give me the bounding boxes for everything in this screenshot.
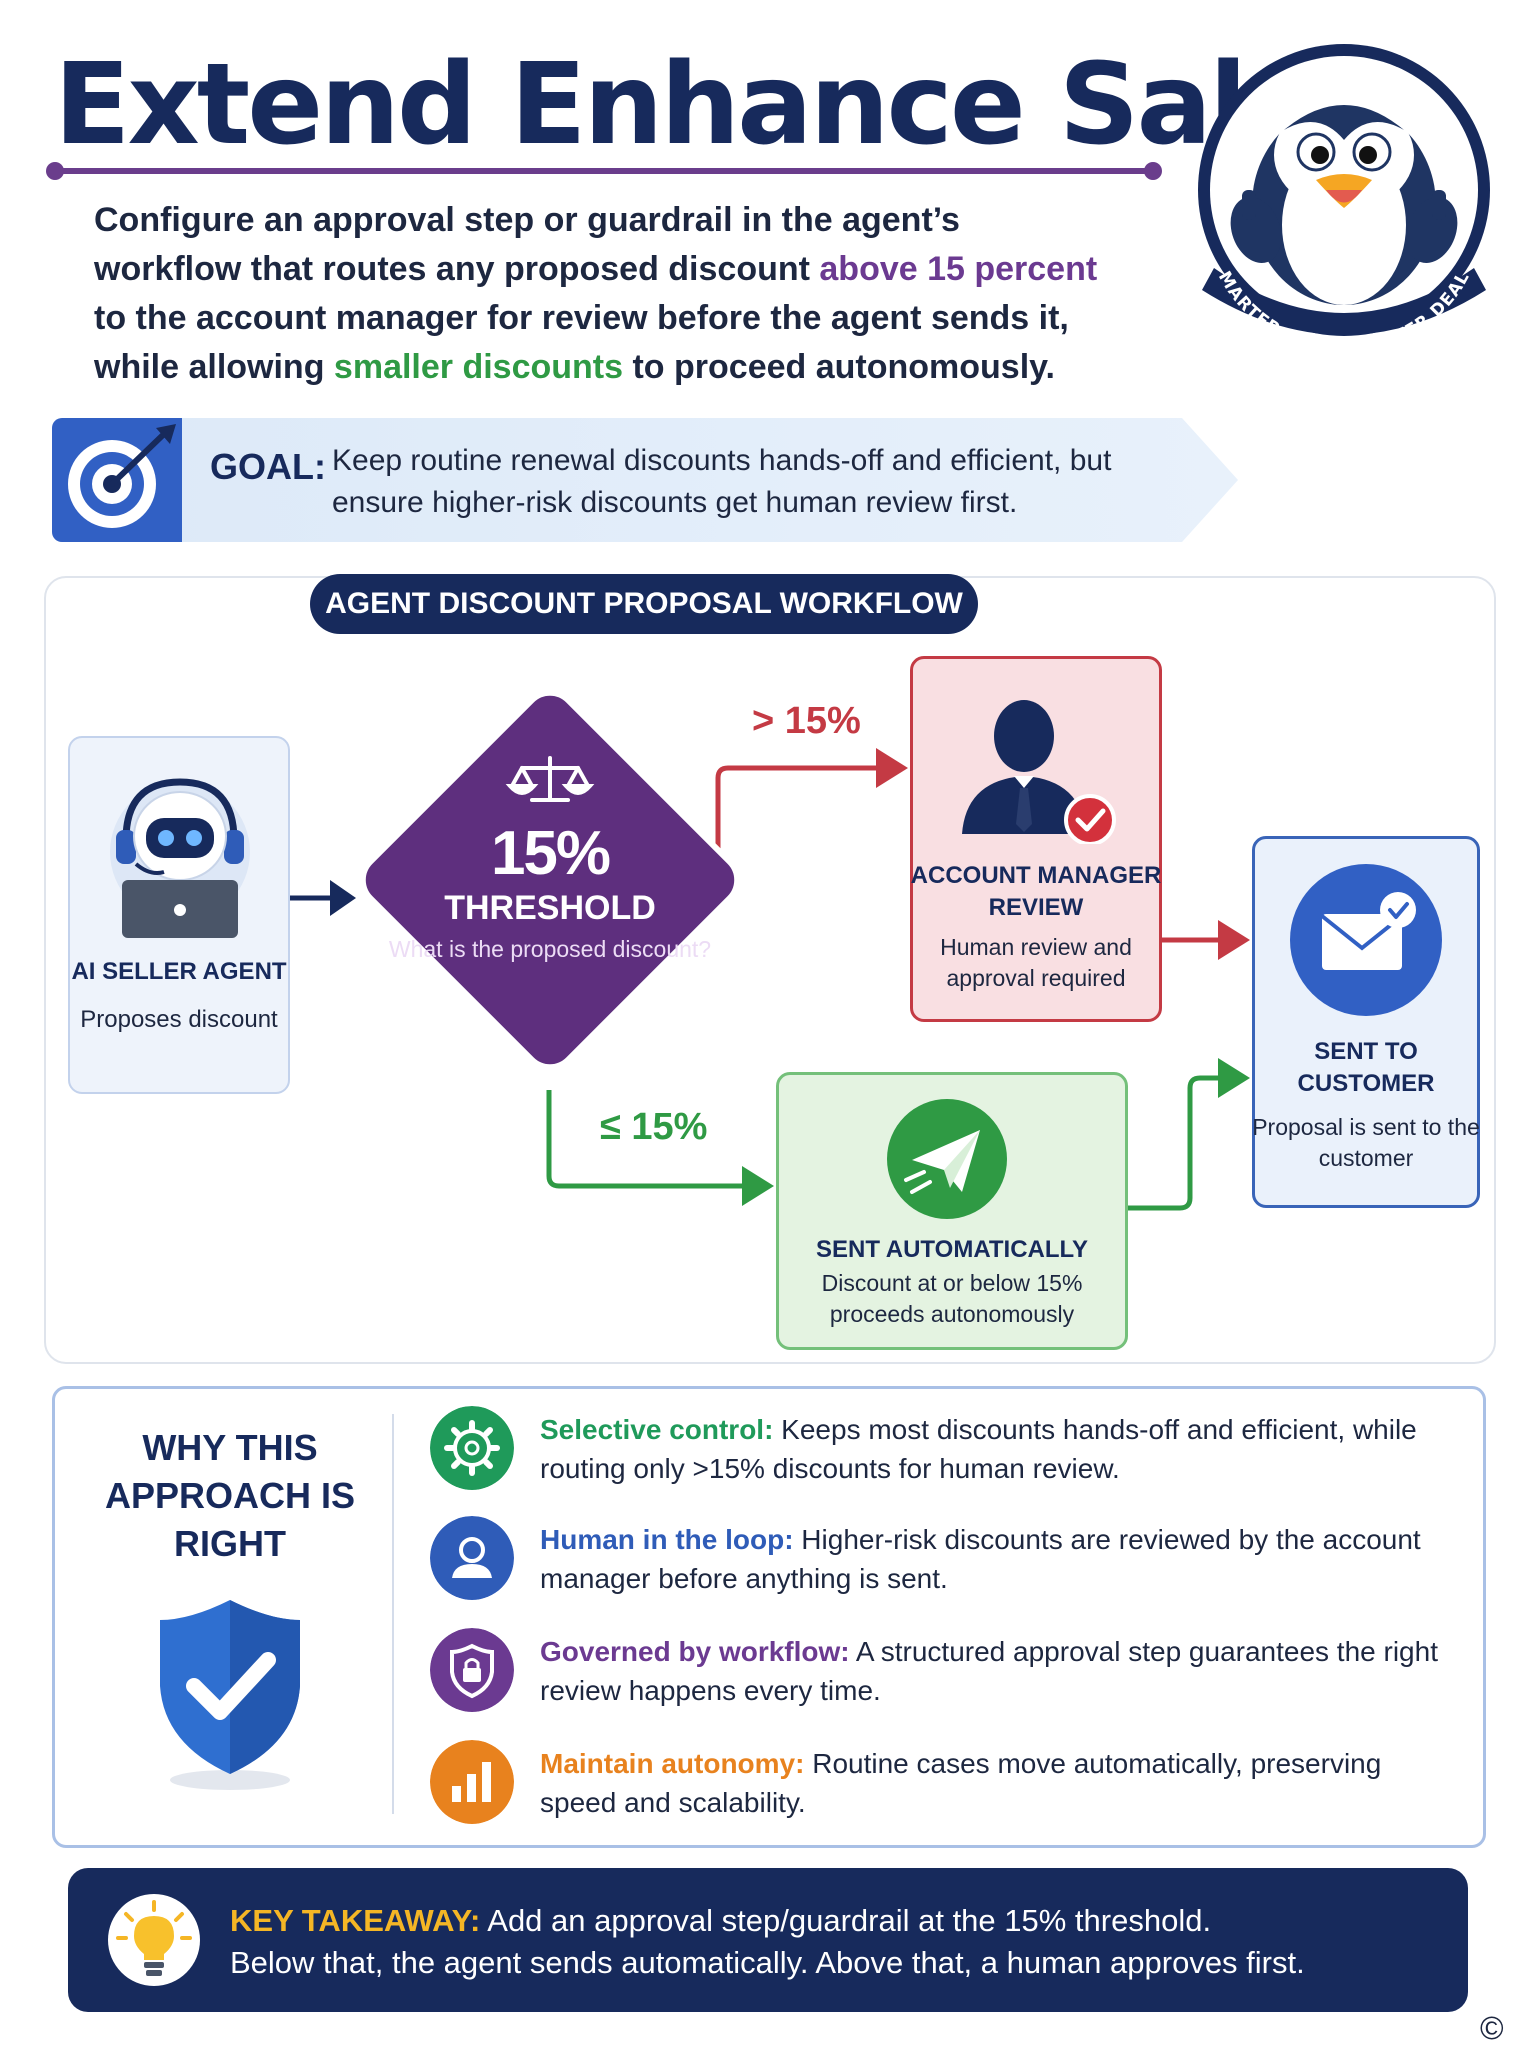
goal-banner [52, 418, 1238, 542]
review-title: ACCOUNT MANAGER REVIEW [910, 862, 1162, 921]
goal-text: Keep routine renewal discounts hands-off… [332, 444, 1112, 519]
branch-label-high: > 15% [752, 700, 861, 742]
title-underline-dot-left [46, 162, 64, 180]
envelope-check-icon [1290, 864, 1442, 1016]
arrow-low-branch [546, 1090, 774, 1206]
penguin-icon [1230, 99, 1458, 305]
decision-value: 15% [490, 819, 611, 888]
reason-body: A structured approval step guarantees th… [540, 1636, 1438, 1706]
page-title: Extend Enhance Sales [54, 40, 1384, 170]
lightbulb-icon [116, 1900, 192, 1976]
reason-text: Maintain autonomy: Routine cases move au… [540, 1744, 1460, 1822]
robot-icon [110, 778, 250, 938]
decision-diamond [359, 689, 741, 1071]
bar-chart-icon [430, 1740, 514, 1824]
key-takeaway-text: KEY TAKEAWAY: Add an approval step/guard… [230, 1900, 1430, 1984]
customer-desc: Proposal is sent to the customer [1252, 1114, 1480, 1171]
intro-paragraph: Configure an approval step or guardrail … [94, 196, 1104, 392]
key-takeaway-label: KEY TAKEAWAY: [230, 1903, 481, 1938]
intro-text-2: to the account manager for review before… [94, 299, 1069, 386]
reason-text: Human in the loop: Higher-risk discounts… [540, 1520, 1460, 1598]
reason-text: Selective control: Keeps most discounts … [540, 1410, 1460, 1488]
reason-head: Human in the loop: [540, 1524, 794, 1555]
copyright-mark: © [1480, 2010, 1504, 2046]
gear-icon [430, 1406, 514, 1490]
penguin-mascot-badge: SMARTER SALES, BETTER DEALS [1194, 40, 1490, 358]
intro-highlight-above: above 15 percent [819, 250, 1098, 288]
goal-icon-panel [52, 418, 182, 542]
reason-body: Keeps most discounts hands-off and effic… [540, 1414, 1417, 1484]
decision-label: THRESHOLD [444, 889, 656, 927]
shield-check-icon [160, 1600, 300, 1790]
title-underline-dot-right [1144, 162, 1162, 180]
paper-plane-icon [887, 1099, 1007, 1219]
decision-question: What is the proposed discount? [388, 936, 712, 962]
why-panel [52, 1386, 1486, 1848]
arrow-agent-to-decision [290, 880, 356, 916]
workflow-title: AGENT DISCOUNT PROPOSAL WORKFLOW [310, 574, 978, 634]
intro-text-1: Configure an approval step or guardrail … [94, 201, 960, 288]
customer-title: SENT TO CUSTOMER [1297, 1038, 1435, 1097]
review-desc: Human review and approval required [940, 934, 1132, 991]
target-icon [68, 424, 176, 528]
branch-label-low: ≤ 15% [600, 1106, 708, 1148]
auto-desc: Discount at or below 15% proceeds autono… [821, 1270, 1083, 1327]
scales-icon [505, 756, 595, 802]
decision-text: 15% THRESHOLD What is the proposed disco… [380, 820, 720, 965]
arrow-review-to-customer [1160, 920, 1250, 960]
intro-text-3: to proceed autonomously. [623, 348, 1055, 386]
agent-title: AI SELLER AGENT [71, 958, 287, 985]
arrow-auto-to-customer [1124, 1058, 1250, 1211]
reason-text: Governed by workflow: A structured appro… [540, 1632, 1460, 1710]
reason-head: Governed by workflow: [540, 1636, 850, 1667]
reason-head: Maintain autonomy: [540, 1748, 805, 1779]
intro-highlight-smaller: smaller discounts [333, 348, 624, 386]
reason-body: Routine cases move automatically, preser… [540, 1748, 1382, 1818]
goal-label: GOAL: [210, 446, 326, 487]
auto-title: SENT AUTOMATICALLY [815, 1236, 1088, 1263]
key-takeaway-line2: Below that, the agent sends automaticall… [230, 1945, 1305, 1980]
key-takeaway-banner [68, 1868, 1468, 2012]
arrow-high-branch [715, 748, 908, 860]
agent-desc: Proposes discount [80, 1006, 278, 1033]
lightbulb-badge [108, 1894, 200, 1986]
reason-body: Higher-risk discounts are reviewed by th… [540, 1524, 1421, 1594]
user-icon [430, 1516, 514, 1600]
why-divider [392, 1414, 394, 1814]
reason-head: Selective control: [540, 1414, 774, 1445]
title-underline [54, 168, 1152, 174]
why-heading: WHY THIS APPROACH IS RIGHT [104, 1427, 356, 1564]
lock-shield-icon [430, 1628, 514, 1712]
person-check-icon [962, 700, 1116, 844]
workflow-connectors [290, 689, 1250, 1211]
key-takeaway-line1: Add an approval step/guardrail at the 15… [480, 1903, 1212, 1938]
